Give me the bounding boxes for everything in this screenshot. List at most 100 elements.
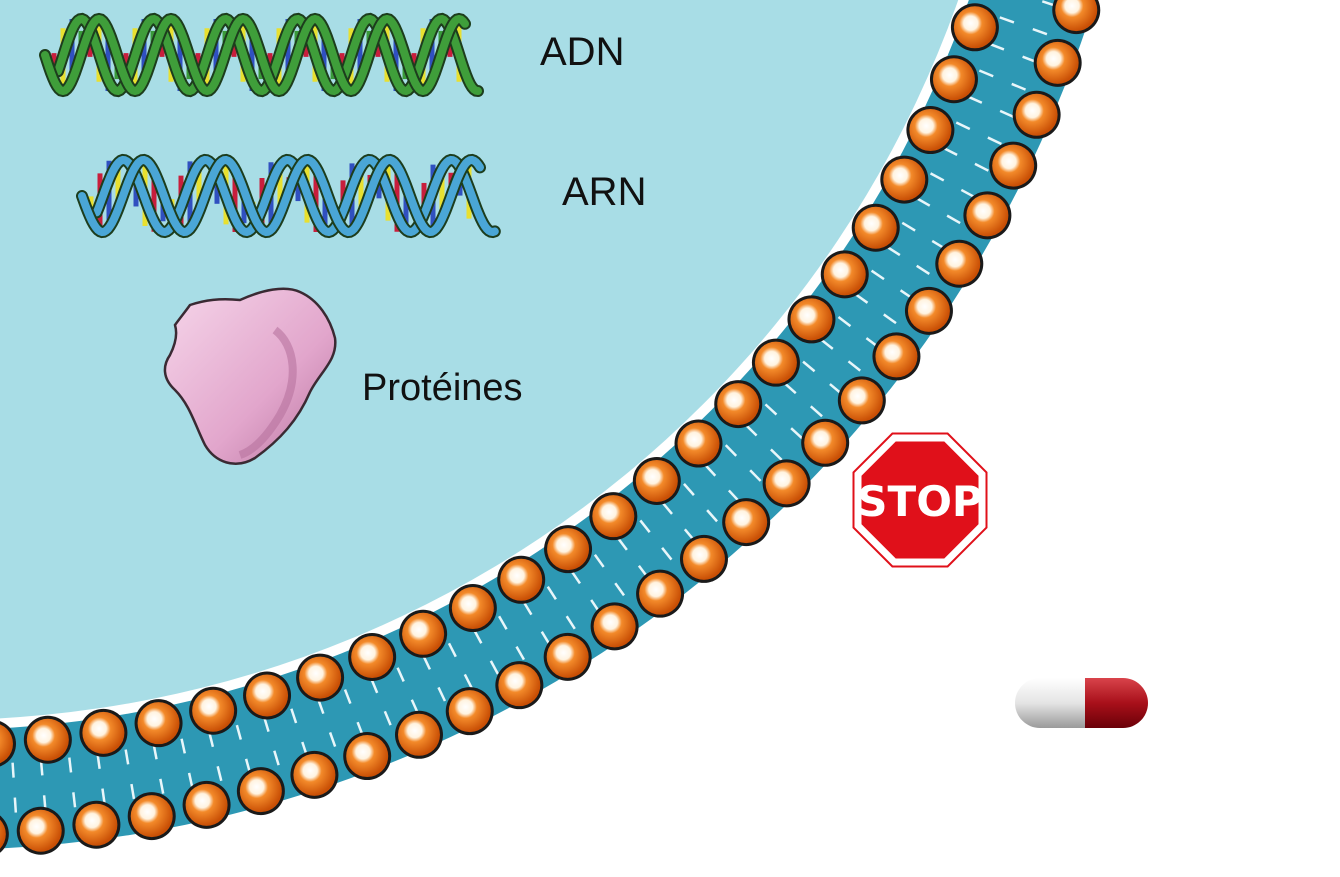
lipid-head bbox=[804, 421, 847, 464]
lipid-tail bbox=[152, 744, 158, 760]
lipid-tail bbox=[837, 316, 852, 328]
lipid-head bbox=[397, 713, 440, 756]
lipid-tail bbox=[999, 109, 1015, 119]
lipid-head bbox=[299, 656, 342, 699]
lipid-tail bbox=[764, 403, 778, 416]
lipid-head bbox=[137, 702, 180, 745]
lipid-tail bbox=[955, 121, 971, 131]
lipid-tail bbox=[96, 753, 101, 769]
lipid-tail bbox=[616, 537, 628, 551]
lipid-tail bbox=[614, 582, 626, 597]
lipid-tail bbox=[515, 645, 526, 661]
dna-label: ADN bbox=[540, 30, 625, 74]
lipid-tail bbox=[187, 772, 194, 788]
lipid-tail bbox=[749, 469, 762, 482]
lipid-head bbox=[192, 689, 235, 732]
proteins-label: Protéines bbox=[362, 367, 523, 409]
lipid-tail bbox=[180, 738, 187, 754]
lipid-tail bbox=[216, 765, 223, 782]
lipid-tail bbox=[916, 264, 931, 275]
lipid-head bbox=[635, 459, 678, 502]
lipid-tail bbox=[967, 95, 983, 104]
lipid-head bbox=[909, 109, 952, 152]
lipid-tail bbox=[1032, 27, 1048, 36]
lipid-tail bbox=[916, 197, 931, 207]
lipid-head bbox=[966, 194, 1009, 237]
lipid-tail bbox=[790, 427, 803, 440]
lipid-tail bbox=[570, 570, 581, 585]
lipid-tail bbox=[447, 642, 457, 658]
lipid-tail bbox=[854, 293, 869, 304]
lipid-tail bbox=[263, 716, 270, 732]
lipid-tail bbox=[661, 501, 673, 515]
lipid-tail bbox=[886, 245, 901, 257]
rna-helix bbox=[76, 153, 501, 239]
lipid-head bbox=[451, 587, 494, 630]
lipid-tail bbox=[974, 162, 989, 172]
lipid-tail bbox=[235, 724, 243, 740]
lipid-head bbox=[840, 379, 883, 422]
lipid-tail bbox=[290, 708, 298, 724]
lipid-tail bbox=[704, 463, 717, 477]
lipid-head bbox=[639, 572, 682, 615]
lipid-head bbox=[293, 753, 336, 796]
dna-strand bbox=[41, 14, 469, 96]
lipid-tail bbox=[13, 797, 18, 813]
drug-capsule bbox=[1015, 678, 1148, 728]
lipid-tail bbox=[396, 667, 405, 682]
lipid-tail bbox=[593, 554, 605, 568]
lipid-tail bbox=[724, 444, 738, 457]
lipid-head bbox=[823, 253, 866, 296]
lipid-head bbox=[725, 501, 768, 544]
lipid-tail bbox=[960, 188, 976, 199]
lipid-head bbox=[883, 158, 926, 201]
lipid-head bbox=[854, 206, 897, 249]
lipid-tail bbox=[946, 214, 961, 225]
stop-text: STOP bbox=[857, 477, 982, 526]
lipid-head bbox=[130, 795, 173, 838]
lipid-head bbox=[682, 537, 725, 580]
lipid-tail bbox=[130, 783, 136, 800]
lipid-head bbox=[346, 735, 389, 778]
lipid-head bbox=[185, 783, 228, 826]
lipid-head bbox=[448, 690, 491, 733]
lipid-head bbox=[402, 612, 445, 655]
lipid-tail bbox=[1011, 82, 1027, 91]
lipid-head bbox=[1015, 93, 1058, 136]
lipid-tail bbox=[159, 778, 165, 794]
lipid-head bbox=[546, 635, 589, 678]
lipid-head bbox=[790, 298, 833, 341]
lipid-tail bbox=[783, 382, 797, 395]
cell-membrane bbox=[0, 0, 1101, 855]
lipid-tail bbox=[72, 792, 77, 808]
lipid-head bbox=[717, 383, 760, 426]
lipid-tail bbox=[546, 586, 557, 600]
lipid-head bbox=[351, 635, 394, 678]
lipid-tail bbox=[565, 615, 576, 630]
lipid-tail bbox=[999, 16, 1015, 24]
lipid-tail bbox=[343, 689, 352, 705]
lipid-tail bbox=[124, 749, 130, 765]
lipid-head bbox=[953, 6, 996, 49]
rna-strand bbox=[78, 155, 484, 237]
lipid-head bbox=[938, 242, 981, 285]
lipid-tail bbox=[328, 732, 337, 747]
lipid-head bbox=[592, 495, 635, 538]
lipid-tail bbox=[11, 762, 15, 778]
lipid-tail bbox=[473, 629, 483, 644]
lipid-tail bbox=[489, 660, 500, 675]
lipid-tail bbox=[661, 547, 673, 561]
lipid-tail bbox=[370, 678, 379, 694]
lipid-tail bbox=[317, 699, 325, 715]
lipid-tail bbox=[101, 788, 106, 804]
lipid-tail bbox=[522, 601, 533, 616]
lipid-tail bbox=[273, 750, 280, 766]
lipid-head bbox=[593, 605, 636, 648]
lipid-tail bbox=[383, 710, 392, 726]
rna-label: ARN bbox=[562, 170, 647, 214]
lipid-tail bbox=[437, 686, 447, 702]
lipid-tail bbox=[744, 424, 758, 437]
lipid-tail bbox=[463, 673, 473, 689]
lipid-head bbox=[907, 289, 950, 332]
